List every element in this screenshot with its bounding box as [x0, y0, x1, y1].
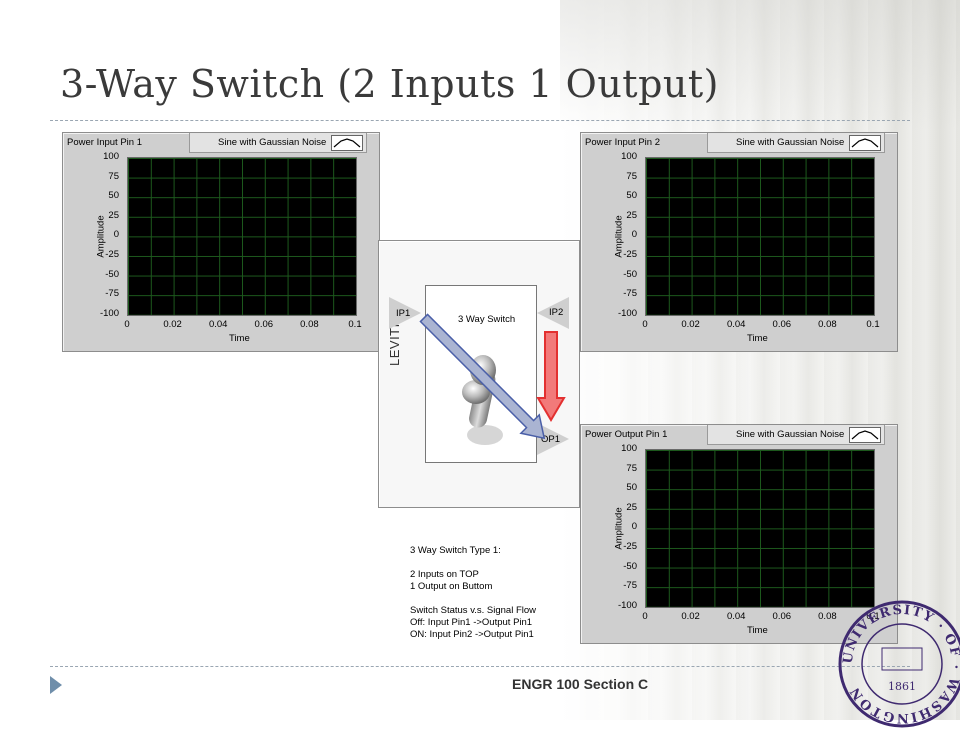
- graph-title: Power Output Pin 1: [585, 429, 668, 440]
- x-tick-label: 0.04: [208, 319, 228, 330]
- y-tick-label: 0: [631, 229, 637, 241]
- y-tick-label: 50: [108, 190, 119, 202]
- y-tick-label: -25: [623, 541, 637, 552]
- x-tick-label: 0.04: [726, 319, 746, 330]
- x-tick-label: 0.04: [726, 611, 746, 622]
- input-pin-2-label: IP2: [549, 307, 564, 318]
- y-tick-label: 100: [621, 151, 637, 162]
- x-tick-label: 0.02: [681, 319, 700, 330]
- y-tick-label: 25: [626, 501, 637, 513]
- y-tick-label: 100: [103, 151, 119, 162]
- y-tick-label: 50: [626, 482, 637, 494]
- note-line: 1 Output on Buttom: [410, 581, 493, 592]
- sine-wave-icon: [331, 135, 363, 151]
- y-tick-label: 75: [108, 170, 119, 182]
- graph-legend[interactable]: Sine with Gaussian Noise: [189, 133, 367, 153]
- y-tick-label: -75: [105, 288, 119, 300]
- y-tick-label: 75: [626, 170, 637, 182]
- graph-legend[interactable]: Sine with Gaussian Noise: [707, 425, 885, 445]
- legend-label: Sine with Gaussian Noise: [736, 137, 845, 148]
- seal-year: 1861: [888, 680, 916, 693]
- note-line: 2 Inputs on TOP: [410, 569, 479, 580]
- y-axis-label: Amplitude: [613, 507, 625, 550]
- y-axis-label: Amplitude: [613, 215, 625, 258]
- y-tick-label: -75: [623, 288, 637, 300]
- signal-flow-arrow: [419, 313, 546, 440]
- y-tick-label: 75: [626, 462, 637, 474]
- plot-area[interactable]: [645, 449, 875, 608]
- sine-wave-icon: [849, 135, 881, 151]
- university-seal-logo: UNIVERSITY · OF · WASHINGTON 1861: [838, 600, 960, 728]
- x-tick-label: 0.08: [300, 319, 319, 330]
- y-tick-label: 0: [113, 229, 119, 241]
- y-tick-label: 50: [626, 190, 637, 202]
- slide-footer: ENGR 100 Section C: [512, 676, 649, 692]
- x-axis-label: Time: [747, 333, 768, 344]
- background-image-top: [560, 0, 960, 130]
- x-tick-label: 0.1: [866, 319, 880, 330]
- y-tick-label: -100: [617, 307, 637, 319]
- y-tick-label: 25: [108, 209, 119, 221]
- x-tick-label: 0.02: [163, 319, 182, 330]
- x-axis-label: Time: [229, 333, 250, 344]
- bullet-arrow-icon: [50, 676, 62, 694]
- note-line: ON: Input Pin2 ->Output Pin1: [410, 629, 534, 640]
- graph-title: Power Input Pin 2: [585, 137, 660, 148]
- note-line: 3 Way Switch Type 1:: [410, 545, 501, 556]
- slide-title: 3-Way Switch (2 Inputs 1 Output): [60, 62, 719, 106]
- red-down-arrow: [536, 331, 566, 422]
- graph-power-input-pin-1: Power Input Pin 1 Sine with Gaussian Noi…: [62, 132, 380, 352]
- y-axis-label: Amplitude: [95, 215, 107, 258]
- y-tick-label: -25: [105, 249, 119, 260]
- x-tick-label: 0: [124, 319, 130, 330]
- x-tick-label: 0: [642, 319, 648, 330]
- graph-power-output-pin-1: Power Output Pin 1 Sine with Gaussian No…: [580, 424, 898, 644]
- graph-title: Power Input Pin 1: [67, 137, 142, 148]
- legend-label: Sine with Gaussian Noise: [736, 429, 845, 440]
- graph-power-input-pin-2: Power Input Pin 2 Sine with Gaussian Noi…: [580, 132, 898, 352]
- footer-divider: [50, 666, 910, 667]
- x-tick-label: 0.1: [866, 611, 880, 622]
- switch-label: 3 Way Switch: [458, 314, 516, 325]
- note-line: Switch Status v.s. Signal Flow: [410, 605, 537, 616]
- x-tick-label: 0.06: [772, 611, 792, 622]
- y-tick-label: -75: [623, 580, 637, 592]
- y-tick-label: -50: [623, 268, 637, 280]
- plot-area[interactable]: [645, 157, 875, 316]
- x-tick-label: 0.06: [254, 319, 274, 330]
- y-tick-label: 25: [626, 209, 637, 221]
- sine-wave-icon: [849, 427, 881, 443]
- note-line: Off: Input Pin1 ->Output Pin1: [410, 617, 533, 628]
- y-tick-label: -50: [105, 268, 119, 280]
- y-tick-label: -100: [99, 307, 119, 319]
- y-tick-label: 100: [621, 443, 637, 454]
- y-tick-label: -100: [617, 599, 637, 611]
- y-tick-label: 0: [631, 521, 637, 533]
- x-tick-label: 0.1: [348, 319, 362, 330]
- x-axis-label: Time: [747, 625, 768, 636]
- y-tick-label: -25: [623, 249, 637, 260]
- legend-label: Sine with Gaussian Noise: [218, 137, 327, 148]
- x-tick-label: 0.06: [772, 319, 792, 330]
- x-tick-label: 0.08: [818, 319, 837, 330]
- x-tick-label: 0: [642, 611, 648, 622]
- output-pin-1-label: OP1: [541, 434, 561, 445]
- switch-notes: 3 Way Switch Type 1: 2 Inputs on TOP 1 O…: [410, 545, 536, 641]
- title-divider: [50, 120, 910, 121]
- y-tick-label: -50: [623, 560, 637, 572]
- graph-legend[interactable]: Sine with Gaussian Noise: [707, 133, 885, 153]
- input-pin-1-label: IP1: [396, 308, 411, 319]
- x-tick-label: 0.02: [681, 611, 700, 622]
- x-tick-label: 0.08: [818, 611, 837, 622]
- plot-area[interactable]: [127, 157, 357, 316]
